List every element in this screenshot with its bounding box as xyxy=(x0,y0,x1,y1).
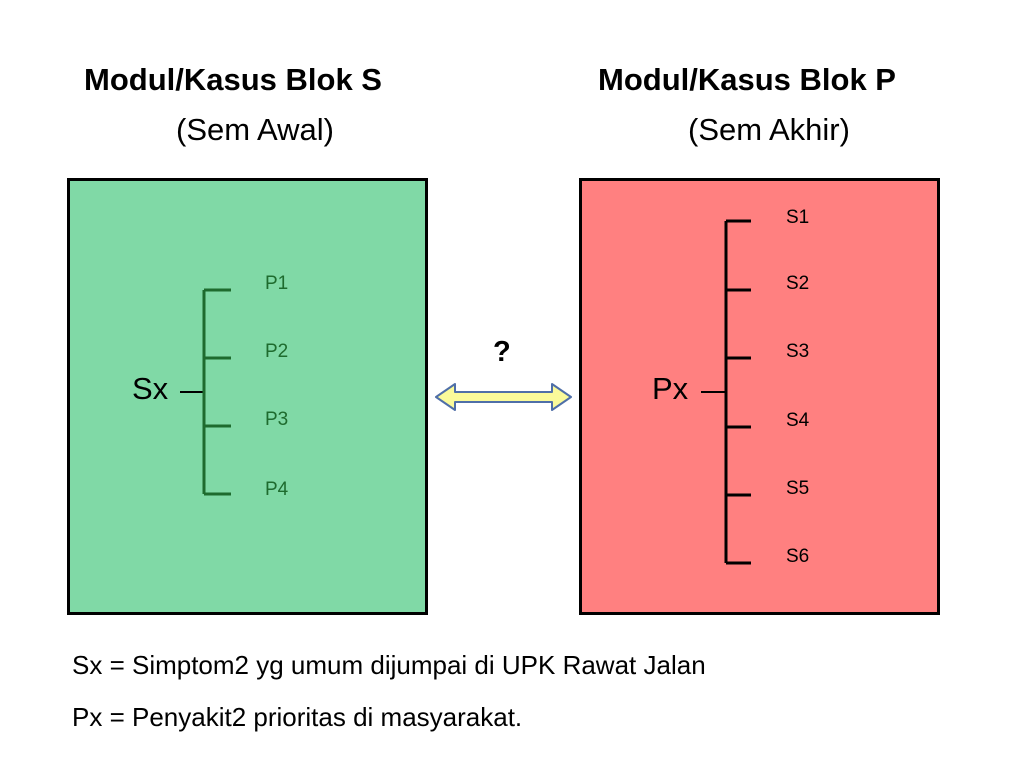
right-branch-label: S2 xyxy=(786,273,810,294)
left-root-label: Sx xyxy=(132,371,169,406)
legend-sx: Sx = Simptom2 yg umum dijumpai di UPK Ra… xyxy=(72,650,706,680)
right-block-title: Modul/Kasus Blok P xyxy=(598,62,896,97)
left-branch-label: P1 xyxy=(265,273,289,294)
left-block-subtitle: (Sem Awal) xyxy=(176,112,334,147)
connector-question-label: ? xyxy=(493,336,511,368)
left-branch-label: P2 xyxy=(265,341,289,362)
right-branch-label: S5 xyxy=(786,478,810,499)
left-branch-label: P3 xyxy=(265,409,289,430)
legend-px: Px = Penyakit2 prioritas di masyarakat. xyxy=(72,702,523,732)
left-branch-label: P4 xyxy=(265,479,289,500)
right-tree-lines xyxy=(701,219,751,565)
right-branch-label: S1 xyxy=(786,207,810,228)
left-block-box xyxy=(67,178,428,615)
right-branch-label: S3 xyxy=(786,341,810,362)
right-block-box xyxy=(579,178,940,615)
right-root-label: Px xyxy=(652,371,689,406)
right-branch-label: S6 xyxy=(786,546,810,567)
left-block-title: Modul/Kasus Blok S xyxy=(84,62,382,97)
right-branch-label: S4 xyxy=(786,410,810,431)
right-block-subtitle: (Sem Akhir) xyxy=(688,112,850,147)
left-tree-lines xyxy=(180,288,231,496)
double-arrow-icon xyxy=(435,383,572,411)
